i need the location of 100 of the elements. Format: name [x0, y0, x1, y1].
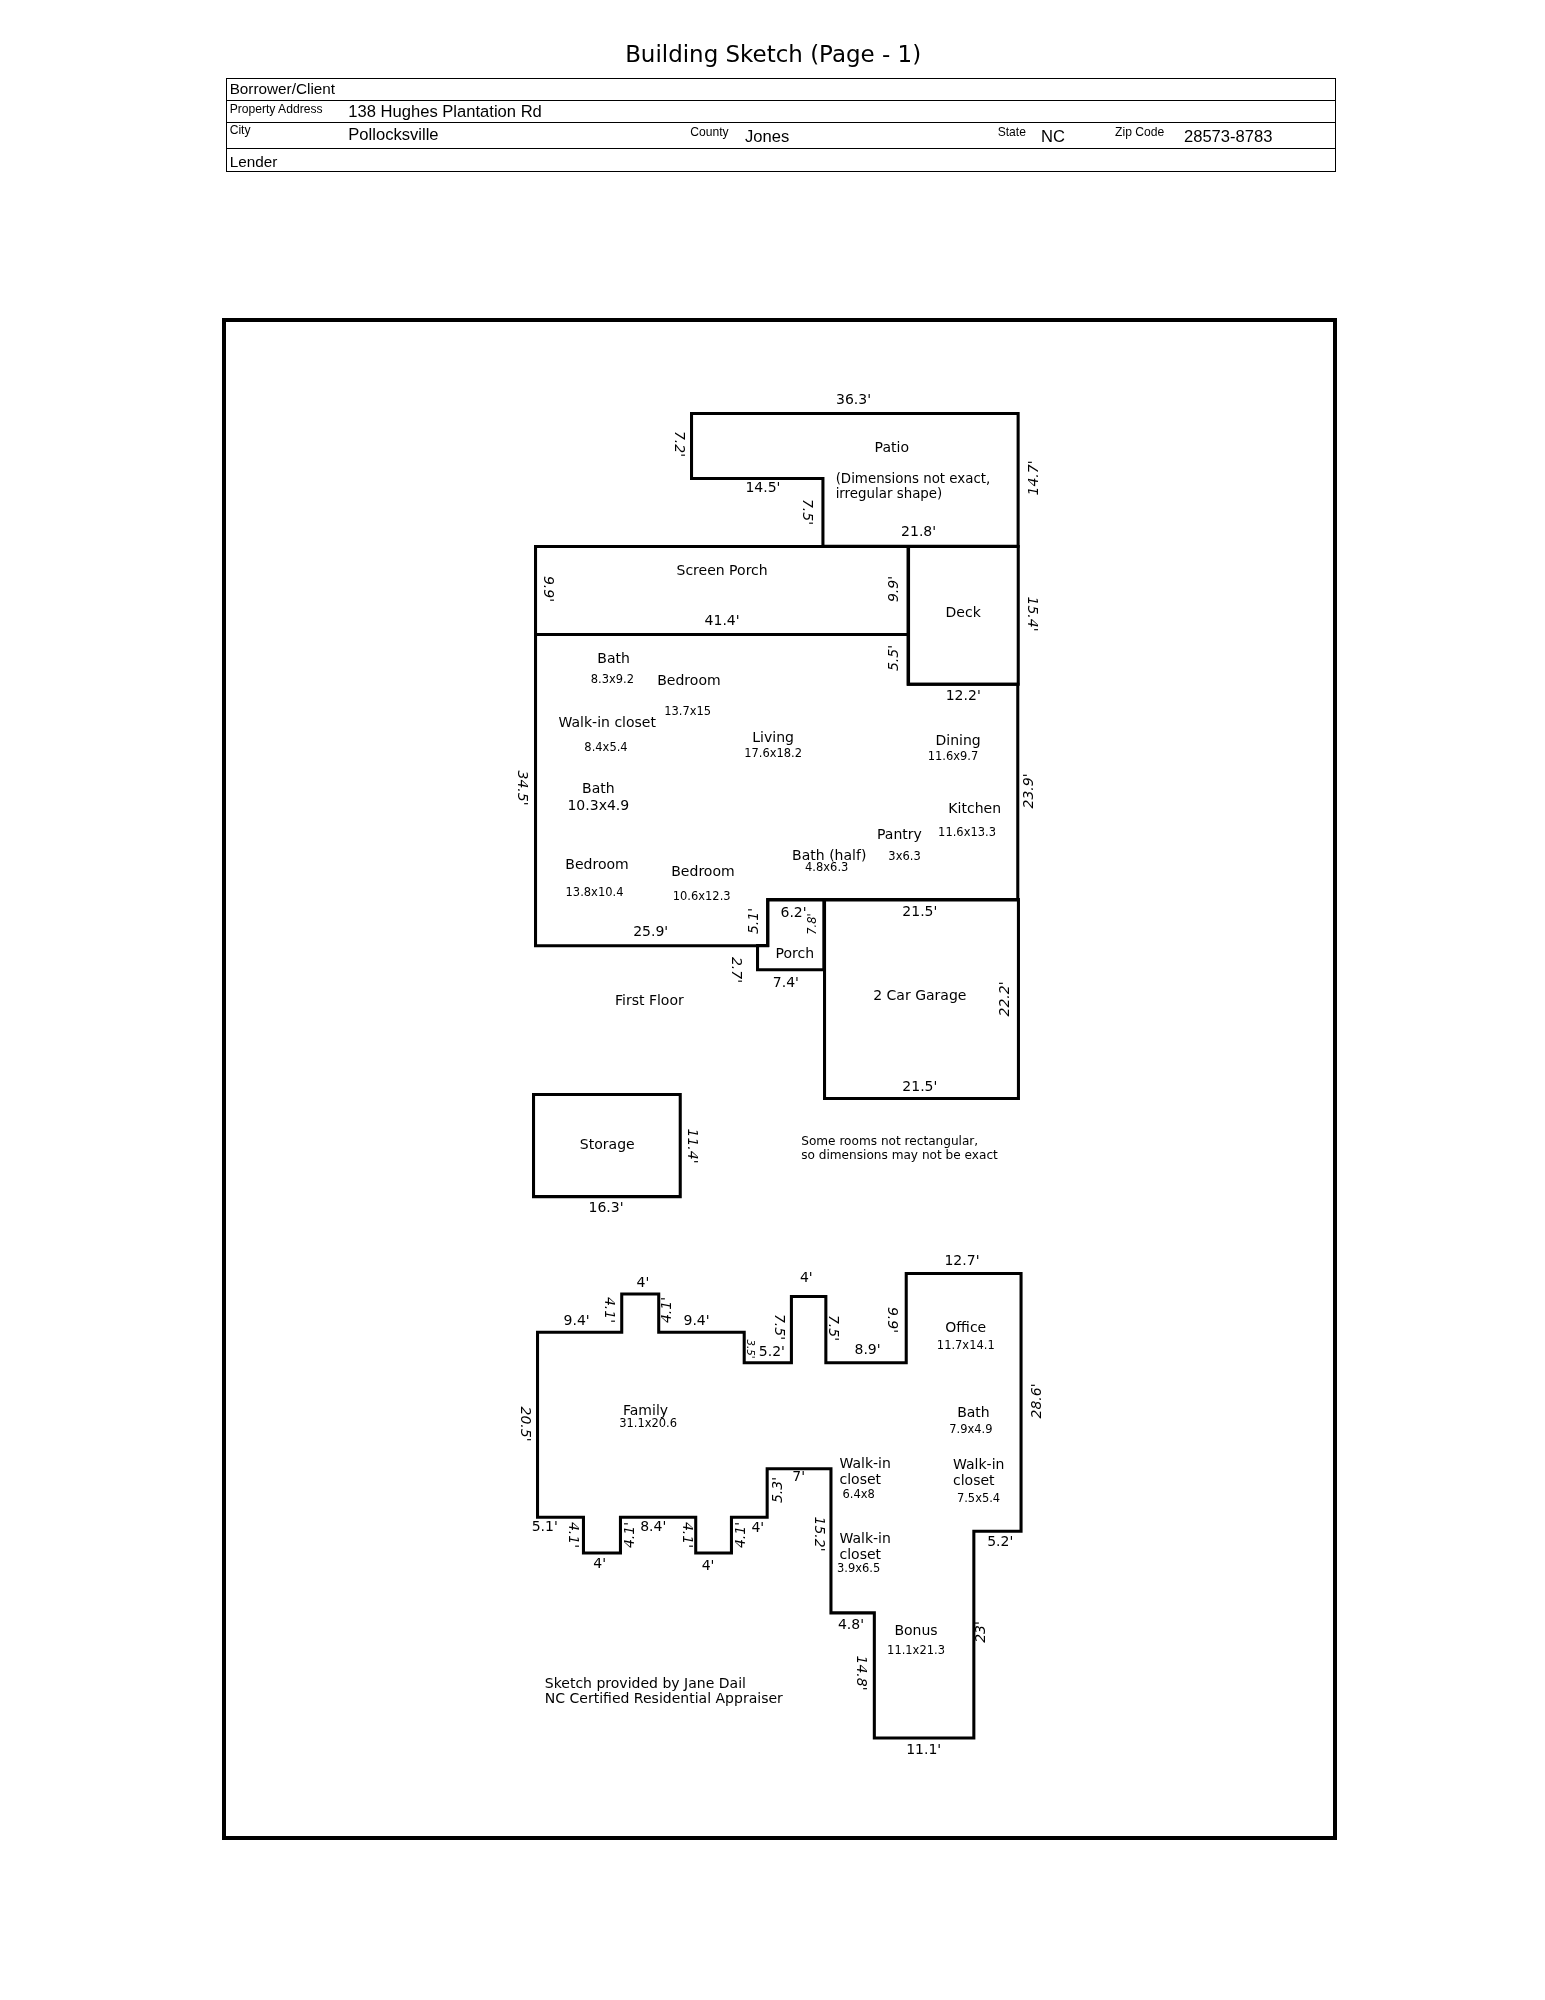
field-label: State [997, 125, 1026, 140]
room-size: 13.8x10.4 [565, 886, 624, 900]
dimension-label: 9.9' [540, 576, 557, 603]
room-label: Bedroom [657, 671, 721, 689]
room-label: Bath (half) [792, 846, 867, 863]
dimension-label: 9.4' [563, 1312, 590, 1329]
field-label: Lender [229, 153, 278, 171]
room-label: Porch [775, 944, 815, 962]
field-label: City [229, 124, 251, 139]
garage-outline [822, 897, 1020, 1100]
room-label: Walk-in closet [953, 1456, 1006, 1489]
dimension-label: 11.1' [906, 1741, 942, 1758]
dimension-label: 5.5' [885, 645, 902, 672]
room-size: 3.9x6.5 [837, 1562, 881, 1576]
field-value: Jones [745, 126, 790, 147]
room-label: Walk-in closet [839, 1530, 892, 1563]
room-label: Bath [582, 780, 615, 797]
dimension-label: 25.9' [633, 923, 669, 940]
room-label: Walk-in closet [839, 1454, 892, 1488]
upper-floor-outline [535, 1271, 1023, 1740]
dimension-label: 8.4' [640, 1517, 667, 1534]
dimension-label: 4' [593, 1554, 606, 1571]
deck-outline [906, 544, 1020, 686]
room-label: Bedroom [565, 855, 629, 872]
dimension-label: 4' [751, 1519, 765, 1536]
room-size: 4.8x6.3 [805, 860, 849, 875]
dimension-label: 14.8' [854, 1655, 871, 1691]
dimension-label: 9.9' [885, 576, 902, 603]
room-label: Kitchen [948, 799, 1002, 816]
dimension-label: 20.5' [517, 1406, 534, 1442]
patio-outline [689, 411, 1020, 548]
dimension-label: 2.7' [729, 956, 746, 983]
note-text: NC Certified Residential Appraiser [544, 1690, 783, 1707]
room-label: Patio [874, 438, 909, 455]
room-label: Living [752, 729, 794, 746]
note-text: (Dimensions not exact, irregular shape) [835, 470, 992, 502]
dimension-label: 9.9' [885, 1307, 902, 1334]
dimension-label: 21.5' [902, 902, 938, 919]
dimension-label: 14.7' [1025, 460, 1042, 496]
field-value: Pollocksville [348, 125, 439, 145]
dimension-label: 7.4' [772, 974, 799, 991]
room-size: 8.3x9.2 [590, 673, 634, 687]
room-label: Pantry [877, 826, 922, 843]
note-text: Some rooms not rectangular, [801, 1134, 979, 1149]
field-label: County [690, 125, 729, 140]
room-label: Office [945, 1318, 987, 1335]
dimension-label: 3.5' [744, 1339, 757, 1358]
dimension-label: 7' [792, 1468, 806, 1485]
dimension-label: 5.2' [758, 1343, 785, 1360]
note-text: Sketch provided by Jane Dail [544, 1674, 746, 1691]
room-size: 10.3x4.9 [567, 796, 630, 814]
room-size: 6.4x8 [842, 1488, 875, 1502]
room-size: 8.4x5.4 [584, 741, 628, 755]
dimension-label: 16.3' [588, 1198, 624, 1215]
dimension-label: 7.5' [771, 1313, 788, 1340]
dimension-label: 7.8' [806, 912, 820, 935]
field-label: Property Address [229, 102, 323, 117]
dimension-label: 4.1' [657, 1297, 675, 1324]
room-label: Bath [957, 1404, 990, 1421]
room-size: 17.6x18.2 [744, 747, 803, 761]
dimension-label: 5.2' [987, 1533, 1014, 1550]
room-label: Dining [935, 731, 981, 748]
dimension-label: 4' [701, 1557, 715, 1574]
dimension-label: 12.2' [945, 687, 981, 704]
dimension-label: 22.2' [996, 981, 1013, 1017]
room-size: 7.9x4.9 [949, 1423, 993, 1437]
room-label: Screen Porch [676, 562, 768, 579]
dimension-label: 5.1' [531, 1517, 558, 1534]
note-text: First Floor [614, 992, 684, 1009]
field-value: 28573-8783 [1183, 126, 1273, 147]
dimension-label: 23.9' [1020, 773, 1037, 809]
field-value: NC [1041, 126, 1065, 147]
dimension-label: 4.1' [731, 1521, 748, 1548]
room-size: 13.7x15 [664, 705, 712, 719]
room-label: Bedroom [671, 863, 735, 880]
dimension-label: 14.5' [745, 479, 781, 496]
field-value: 138 Hughes Plantation Rd [348, 102, 542, 122]
room-size: 10.6x12.3 [672, 890, 731, 904]
note-text: so dimensions may not be exact [801, 1148, 998, 1163]
dimension-label: 4.1' [601, 1297, 618, 1324]
dimension-label: 7.5' [799, 498, 816, 525]
dimension-label: 4' [636, 1274, 650, 1291]
dimension-label: 4.8' [837, 1616, 865, 1633]
dimension-label: 21.8' [901, 522, 937, 539]
page-title: Building Sketch (Page - 1) [625, 40, 922, 67]
dimension-label: 5.1' [744, 908, 761, 935]
room-size: 11.1x21.3 [887, 1644, 945, 1658]
dimension-label: 12.7' [944, 1252, 980, 1269]
dimension-label: 4' [799, 1269, 813, 1286]
dimension-label: 8.9' [854, 1340, 881, 1357]
dimension-label: 15.2' [812, 1516, 829, 1552]
room-size: 11.6x13.3 [938, 826, 996, 840]
dimension-label: 9.4' [683, 1312, 710, 1329]
room-label: Bath [597, 650, 630, 667]
dimension-label: 41.4' [704, 611, 740, 629]
room-label: Storage [579, 1136, 635, 1153]
dimension-label: 6.2' [780, 904, 807, 921]
porch-outline [756, 897, 826, 972]
dimension-label: 28.6' [1027, 1383, 1044, 1419]
room-label: Deck [945, 604, 981, 621]
